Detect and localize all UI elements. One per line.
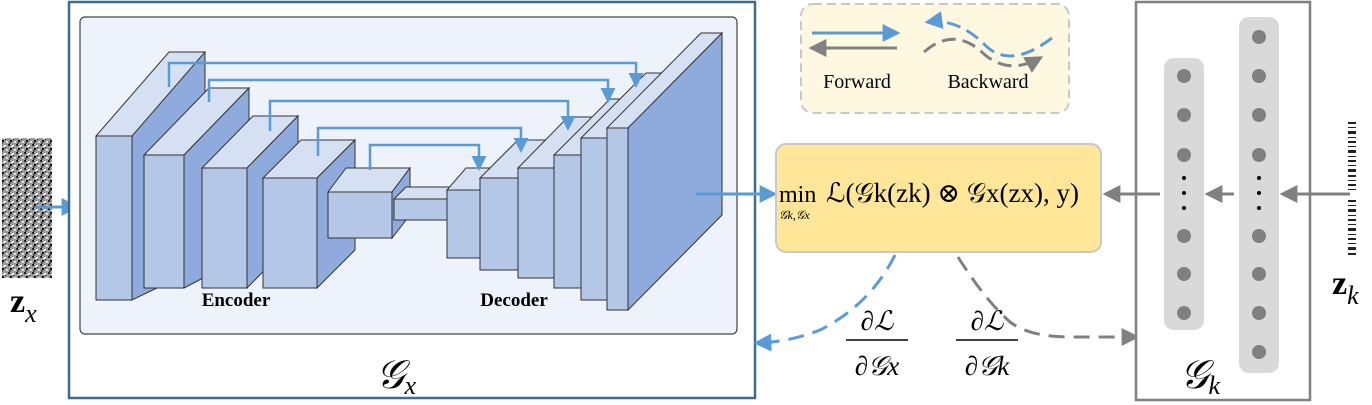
encoder-label: Encoder [202, 290, 271, 311]
skip-connections [167, 61, 644, 171]
mlp-neurons [1177, 30, 1266, 359]
decoder-label: Decoder [480, 290, 548, 311]
gradient-arrow-x [753, 254, 897, 352]
input-left-label: zx [10, 283, 37, 328]
legend-box [800, 3, 1070, 114]
svg-text:∂ℒ: ∂ℒ [861, 306, 894, 336]
gradient-arrow-k [956, 256, 1140, 346]
svg-text:∂ℒ: ∂ℒ [971, 306, 1004, 336]
objective-min-subscript: 𝒢k,𝒢x [779, 208, 810, 222]
barcode-image [1348, 122, 1356, 255]
generator-x-label: 𝒢x [376, 352, 416, 400]
generator-k-label: 𝒢k [1180, 352, 1220, 400]
gradient-fraction-k: ∂ℒ ∂𝒢k [956, 306, 1018, 381]
decoder-blocks [445, 31, 724, 312]
mlp-ellipsis [1182, 176, 1261, 210]
decoder-block-6 [605, 31, 724, 312]
legend-forward-label: Forward [823, 71, 891, 93]
generator-k-box [1134, 0, 1312, 402]
legend-backward-curve-blue [924, 11, 1053, 58]
objective-box [775, 143, 1102, 253]
input-right-label: zk [1332, 265, 1359, 310]
legend-backward-label: Backward [947, 71, 1028, 93]
svg-text:∂𝒢k: ∂𝒢k [965, 351, 1011, 381]
objective-expression: ℒ(𝒢k(zk) ⊗ 𝒢x(zx), y) [826, 178, 1079, 208]
gradient-fraction-x: ∂ℒ ∂𝒢x [846, 306, 908, 381]
legend-backward-curve-gray [923, 37, 1044, 73]
svg-text:∂𝒢x: ∂𝒢x [855, 351, 900, 381]
objective-min: min [779, 182, 816, 208]
